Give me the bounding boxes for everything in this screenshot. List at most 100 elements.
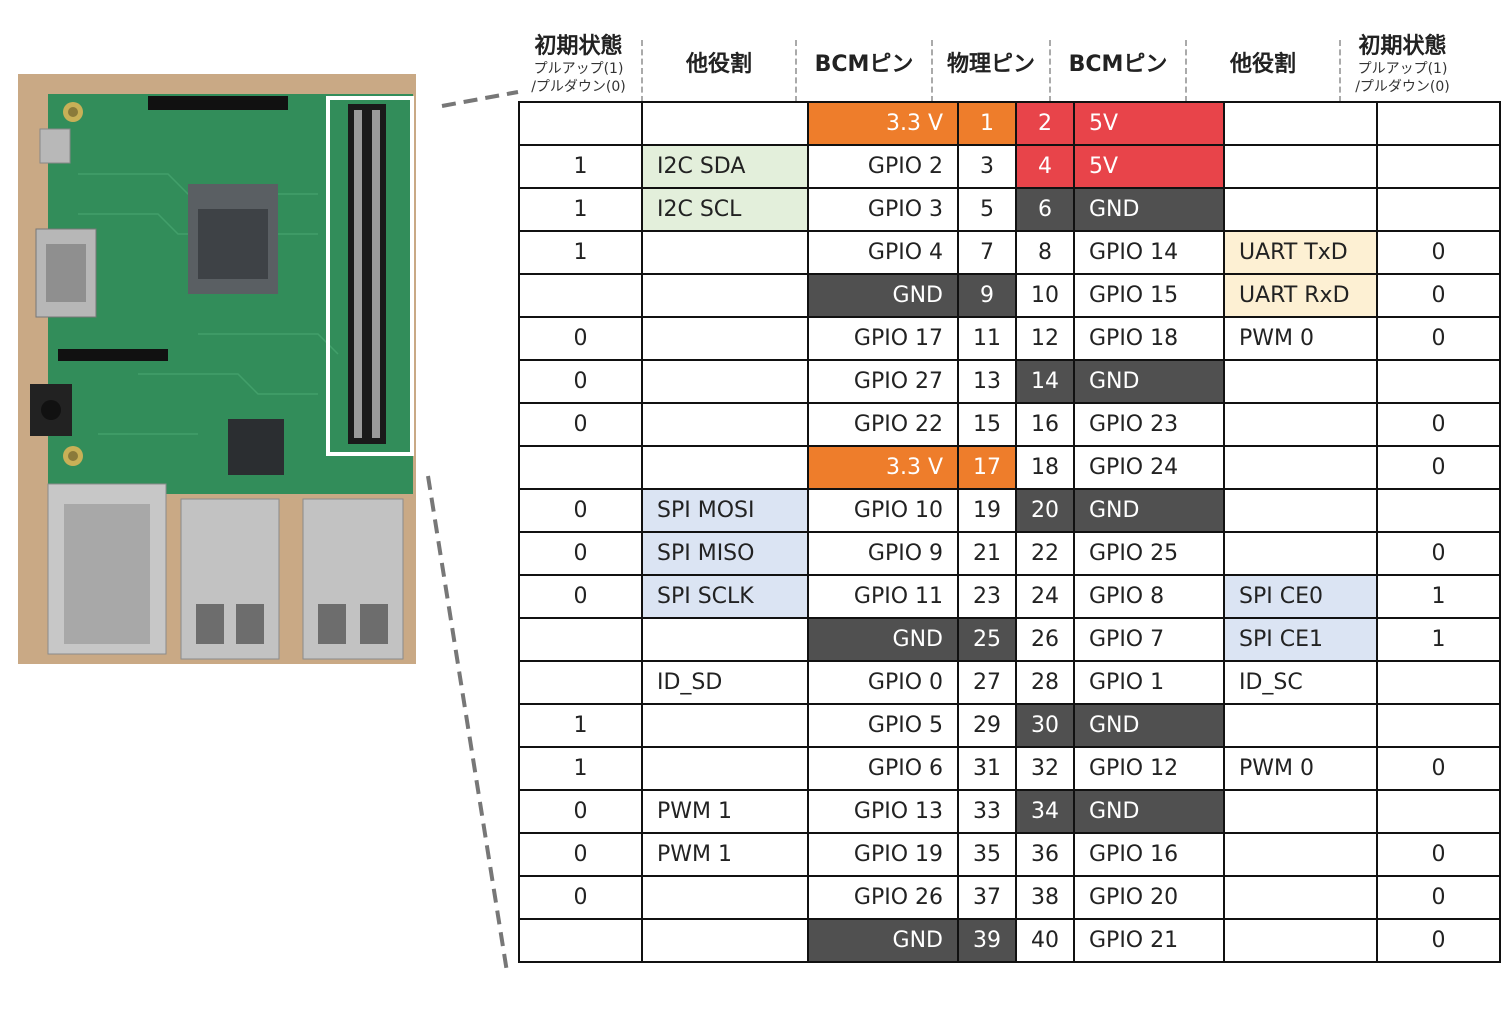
left-initial-state-cell: 0 — [518, 832, 643, 877]
right-other-role-cell: PWM 0 — [1223, 746, 1378, 791]
left-bcm-pin-cell: GPIO 22 — [807, 402, 959, 447]
physical-pin-odd-cell: 13 — [957, 359, 1017, 404]
left-initial-state-cell: 0 — [518, 574, 643, 619]
physical-pin-even-cell: 38 — [1015, 875, 1075, 920]
physical-pin-odd-cell: 17 — [957, 445, 1017, 490]
header-separator — [931, 40, 933, 102]
right-other-role-cell — [1223, 918, 1378, 963]
physical-pin-even-cell: 6 — [1015, 187, 1075, 232]
physical-pin-even-cell: 34 — [1015, 789, 1075, 834]
right-other-role-cell — [1223, 875, 1378, 920]
physical-pin-even-cell: 20 — [1015, 488, 1075, 533]
right-other-role-cell: SPI CE0 — [1223, 574, 1378, 619]
right-other-role-cell — [1223, 703, 1378, 748]
header-separator — [795, 40, 797, 102]
left-initial-state-cell: 1 — [518, 144, 643, 189]
header-role-left: 他役割 — [643, 22, 795, 102]
left-initial-state-cell: 0 — [518, 531, 643, 576]
left-bcm-pin-cell: GPIO 4 — [807, 230, 959, 275]
left-initial-state-cell — [518, 660, 643, 705]
right-other-role-cell: SPI CE1 — [1223, 617, 1378, 662]
physical-pin-odd-cell: 21 — [957, 531, 1017, 576]
right-bcm-pin-cell: GPIO 14 — [1073, 230, 1225, 275]
left-other-role-cell — [641, 101, 809, 146]
right-other-role-cell — [1223, 531, 1378, 576]
left-bcm-pin-cell: GPIO 10 — [807, 488, 959, 533]
physical-pin-odd-cell: 33 — [957, 789, 1017, 834]
left-other-role-cell: SPI MOSI — [641, 488, 809, 533]
right-bcm-pin-cell: GPIO 12 — [1073, 746, 1225, 791]
physical-pin-even-cell: 36 — [1015, 832, 1075, 877]
physical-pin-odd-cell: 35 — [957, 832, 1017, 877]
right-initial-state-cell: 0 — [1376, 531, 1501, 576]
left-other-role-cell: I2C SCL — [641, 187, 809, 232]
right-other-role-cell — [1223, 101, 1378, 146]
raspberry-pi-photo — [18, 74, 416, 664]
left-initial-state-cell: 0 — [518, 488, 643, 533]
physical-pin-even-cell: 2 — [1015, 101, 1075, 146]
right-initial-state-cell: 0 — [1376, 832, 1501, 877]
connector-line-top — [441, 90, 519, 108]
left-bcm-pin-cell: GPIO 6 — [807, 746, 959, 791]
left-bcm-pin-cell: GPIO 26 — [807, 875, 959, 920]
left-other-role-cell — [641, 273, 809, 318]
physical-pin-odd-cell: 7 — [957, 230, 1017, 275]
header-separator — [1185, 40, 1187, 102]
left-bcm-pin-cell: GND — [807, 617, 959, 662]
left-initial-state-cell: 1 — [518, 230, 643, 275]
left-other-role-cell — [641, 230, 809, 275]
right-bcm-pin-cell: GPIO 20 — [1073, 875, 1225, 920]
right-initial-state-cell: 0 — [1376, 273, 1501, 318]
left-other-role-cell: SPI MISO — [641, 531, 809, 576]
physical-pin-odd-cell: 27 — [957, 660, 1017, 705]
left-bcm-pin-cell: GPIO 5 — [807, 703, 959, 748]
left-initial-state-cell — [518, 273, 643, 318]
left-initial-state-cell — [518, 918, 643, 963]
raspberry-pi-board-illustration — [18, 74, 416, 664]
header-role-right: 他役割 — [1187, 22, 1339, 102]
physical-pin-odd-cell: 25 — [957, 617, 1017, 662]
left-bcm-pin-cell: GPIO 0 — [807, 660, 959, 705]
physical-pin-odd-cell: 9 — [957, 273, 1017, 318]
right-initial-state-cell — [1376, 101, 1501, 146]
left-other-role-cell — [641, 316, 809, 361]
right-bcm-pin-cell: 5V — [1073, 101, 1225, 146]
right-other-role-cell: UART RxD — [1223, 273, 1378, 318]
header-state-left-title: 初期状態 — [534, 34, 623, 59]
left-bcm-pin-cell: GND — [807, 273, 959, 318]
right-bcm-pin-cell: GPIO 21 — [1073, 918, 1225, 963]
header-bcm-left: BCMピン — [797, 22, 931, 102]
left-bcm-pin-cell: GPIO 17 — [807, 316, 959, 361]
right-bcm-pin-cell: GPIO 8 — [1073, 574, 1225, 619]
right-other-role-cell: ID_SC — [1223, 660, 1378, 705]
right-other-role-cell — [1223, 488, 1378, 533]
physical-pin-odd-cell: 15 — [957, 402, 1017, 447]
left-other-role-cell — [641, 445, 809, 490]
right-bcm-pin-cell: GPIO 24 — [1073, 445, 1225, 490]
physical-pin-odd-cell: 29 — [957, 703, 1017, 748]
right-other-role-cell — [1223, 832, 1378, 877]
left-bcm-pin-cell: GND — [807, 918, 959, 963]
right-initial-state-cell: 1 — [1376, 574, 1501, 619]
right-initial-state-cell — [1376, 359, 1501, 404]
left-other-role-cell: PWM 1 — [641, 832, 809, 877]
left-initial-state-cell: 1 — [518, 187, 643, 232]
left-other-role-cell: I2C SDA — [641, 144, 809, 189]
left-bcm-pin-cell: GPIO 13 — [807, 789, 959, 834]
left-initial-state-cell: 0 — [518, 402, 643, 447]
physical-pin-odd-cell: 37 — [957, 875, 1017, 920]
header-bcm-left-title: BCMピン — [814, 52, 914, 77]
left-initial-state-cell: 0 — [518, 316, 643, 361]
